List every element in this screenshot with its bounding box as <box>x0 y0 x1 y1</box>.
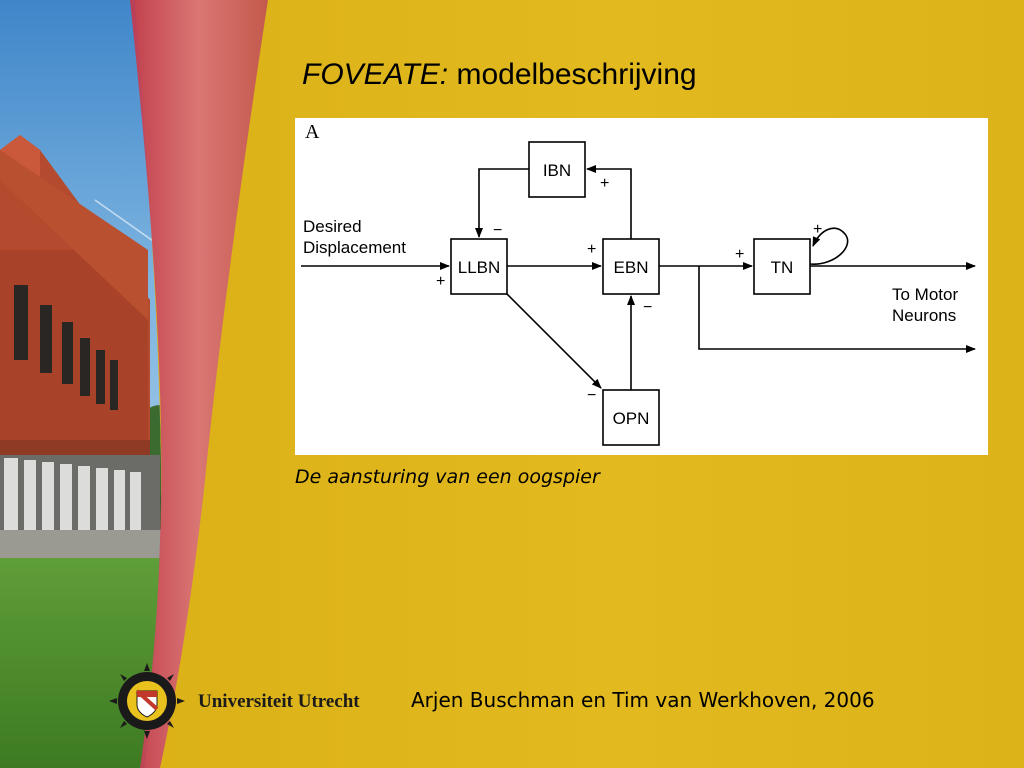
box-opn-label: OPN <box>613 409 650 428</box>
sign-llbn-plus: + <box>436 273 445 290</box>
sign-tn-loop-plus: + <box>813 221 822 238</box>
slide-title: FOVEATE: modelbeschrijving <box>302 58 697 92</box>
box-llbn: LLBN <box>450 238 508 295</box>
input-label-line1: Desired <box>303 217 362 236</box>
arrow-llbn-opn <box>506 293 602 389</box>
box-ibn-label: IBN <box>543 161 571 180</box>
arrow-tn-self-loop <box>809 227 849 265</box>
box-tn: TN <box>753 238 811 295</box>
block-diagram: A Desired Displacement IBN LLBN EBN TN <box>295 118 988 455</box>
box-opn: OPN <box>602 389 660 446</box>
campus-photo <box>0 0 268 768</box>
sign-opn-minus: − <box>587 387 596 404</box>
arrow-ebn-ibn <box>586 165 632 239</box>
university-seal-logo <box>109 663 185 739</box>
arrow-ebn-branch <box>698 266 976 353</box>
title-rest: modelbeschrijving <box>448 58 697 91</box>
diagram-caption: De aansturing van een oogspier <box>295 466 600 488</box>
output-label-line2: Neurons <box>892 306 956 325</box>
panel-letter: A <box>305 121 320 143</box>
box-ebn-label: EBN <box>614 258 649 277</box>
box-ebn: EBN <box>602 238 660 295</box>
university-name: Universiteit Utrecht <box>198 691 360 712</box>
sign-ebn-minus: − <box>643 299 652 316</box>
arrow-ibn-llbn <box>475 168 529 238</box>
box-ibn: IBN <box>528 141 586 198</box>
output-label-line1: To Motor <box>892 285 958 304</box>
sign-llbn-minus: − <box>493 222 502 239</box>
authors-footer: Arjen Buschman en Tim van Werkhoven, 200… <box>411 688 875 712</box>
sign-ebn-plus: + <box>587 241 596 258</box>
sign-tn-plus: + <box>735 246 744 263</box>
title-italic: FOVEATE: <box>302 58 449 91</box>
box-llbn-label: LLBN <box>458 258 501 277</box>
sign-ibn-plus: + <box>600 175 609 192</box>
box-tn-label: TN <box>771 258 794 277</box>
input-label-line2: Displacement <box>303 238 406 257</box>
